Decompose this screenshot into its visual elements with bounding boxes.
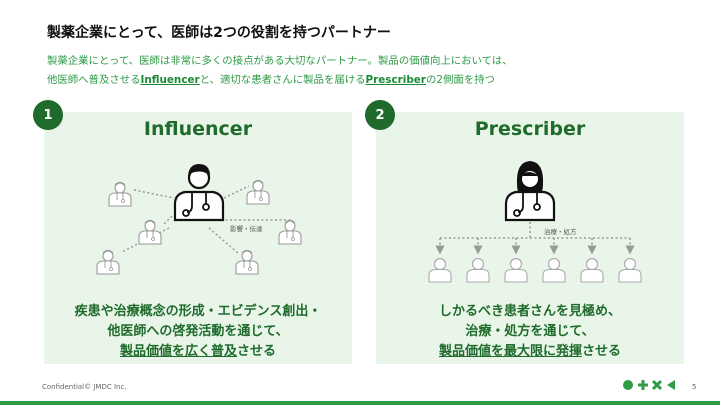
- lead-line-2: 他医師へ普及させるInfluencerと、適切な患者さんに製品を届けるPresc…: [47, 71, 513, 90]
- influencer-desc-line-2: 他医師への啓発活動を通じて、: [107, 324, 289, 339]
- prescriber-title: Prescriber: [474, 118, 586, 140]
- doctor-icon: [504, 161, 556, 222]
- lead-text: 製薬企業にとって、医師は非常に多くの接点がある大切なパートナー。製品の価値向上に…: [47, 52, 513, 90]
- bottom-accent-bar: [0, 401, 720, 405]
- prescriber-panel: Prescriber: [376, 112, 684, 364]
- prescriber-desc-line-3: 製品価値を最大限に発揮させる: [376, 342, 684, 362]
- prescribe-connectors: [435, 222, 635, 255]
- prescriber-desc-highlight: 製品価値を最大限に発揮: [438, 344, 582, 359]
- influencer-description: 疾患や治療概念の形成・エビデンス創出・ 他医師への啓発活動を通じて、 製品価値を…: [44, 302, 352, 362]
- prescriber-diagram: 治療・処方: [428, 161, 642, 283]
- influencer-panel: Influencer: [44, 112, 352, 364]
- lead-line-2-after: の2側面を持つ: [425, 74, 495, 86]
- confidential-footer: Confidential© JMDC Inc.: [42, 383, 127, 391]
- influence-connectors: [121, 185, 292, 255]
- page-title: 製薬企業にとって、医師は2つの役割を持つパートナー: [47, 25, 391, 41]
- lead-line-2-before: 他医師へ普及させる: [47, 74, 141, 86]
- influencer-desc-line-3: 製品価値を広く普及させる: [44, 342, 352, 362]
- lead-line-2-middle: と、適切な患者さんに製品を届ける: [199, 74, 366, 86]
- prescriber-desc-line-2: 治療・処方を通じて、: [465, 324, 595, 339]
- prescriber-desc-rest: させる: [582, 344, 622, 359]
- influencer-desc-rest: させる: [237, 344, 277, 359]
- influencer-diagram: 影響・伝達: [96, 164, 302, 275]
- page-number: 5: [692, 383, 697, 391]
- lead-line-1: 製薬企業にとって、医師は非常に多くの接点がある大切なパートナー。製品の価値向上に…: [47, 55, 513, 67]
- prescriber-desc-line-1: しかるべき患者さんを見極め、: [438, 304, 621, 319]
- badge-1: 1: [33, 100, 63, 130]
- keyword-prescriber: Prescriber: [365, 74, 426, 86]
- doctor-icon: [173, 164, 225, 222]
- influencer-desc-line-1: 疾患や治療概念の形成・エビデンス創出・: [74, 304, 322, 319]
- influencer-desc-highlight: 製品価値を広く普及: [119, 344, 237, 359]
- treatment-label: 治療・処方: [544, 227, 577, 236]
- badge-2: 2: [365, 100, 395, 130]
- influence-label: 影響・伝達: [230, 224, 263, 233]
- keyword-influencer: Influencer: [140, 74, 200, 86]
- prescriber-description: しかるべき患者さんを見極め、 治療・処方を通じて、 製品価値を最大限に発揮させる: [376, 302, 684, 362]
- company-logo-icon: [623, 379, 675, 391]
- influencer-title: Influencer: [143, 118, 253, 140]
